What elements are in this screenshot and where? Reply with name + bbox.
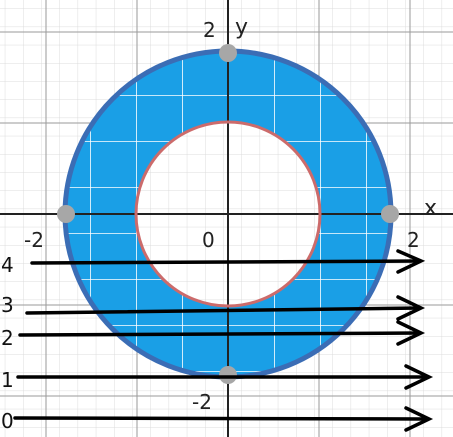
arrow-4-shaft bbox=[30, 259, 422, 265]
y-tick-label: 2 bbox=[203, 18, 216, 42]
arrow-label-2: 2 bbox=[1, 326, 14, 350]
arrow-3-shaft bbox=[25, 306, 422, 315]
x-tick-label: -2 bbox=[24, 228, 44, 252]
x-tick-label: 2 bbox=[407, 228, 420, 252]
arrow-0-head bbox=[404, 406, 434, 432]
arrows bbox=[13, 249, 434, 432]
x-tick-label: 0 bbox=[202, 228, 215, 252]
arrow-0-shaft bbox=[13, 416, 430, 421]
arrow-2-head bbox=[396, 320, 426, 346]
arrow-label-0: 0 bbox=[1, 409, 14, 433]
arrow-label-4: 4 bbox=[1, 253, 14, 277]
point-right bbox=[381, 205, 399, 223]
y-axis-name: y bbox=[235, 15, 248, 40]
arrow-4-head bbox=[396, 249, 426, 274]
arrow-label-3: 3 bbox=[1, 293, 14, 317]
point-top bbox=[219, 44, 237, 62]
arrow-1-head bbox=[404, 364, 434, 390]
inner-circle bbox=[134, 120, 322, 308]
point-bottom bbox=[219, 366, 237, 384]
arrow-3-head bbox=[396, 295, 426, 321]
point-left bbox=[57, 205, 75, 223]
arrow-label-1: 1 bbox=[1, 368, 14, 392]
y-tick-label: -2 bbox=[192, 390, 212, 414]
arrow-2-shaft bbox=[18, 331, 422, 337]
intersection-points bbox=[57, 44, 399, 384]
x-axis-name: x bbox=[424, 196, 437, 221]
